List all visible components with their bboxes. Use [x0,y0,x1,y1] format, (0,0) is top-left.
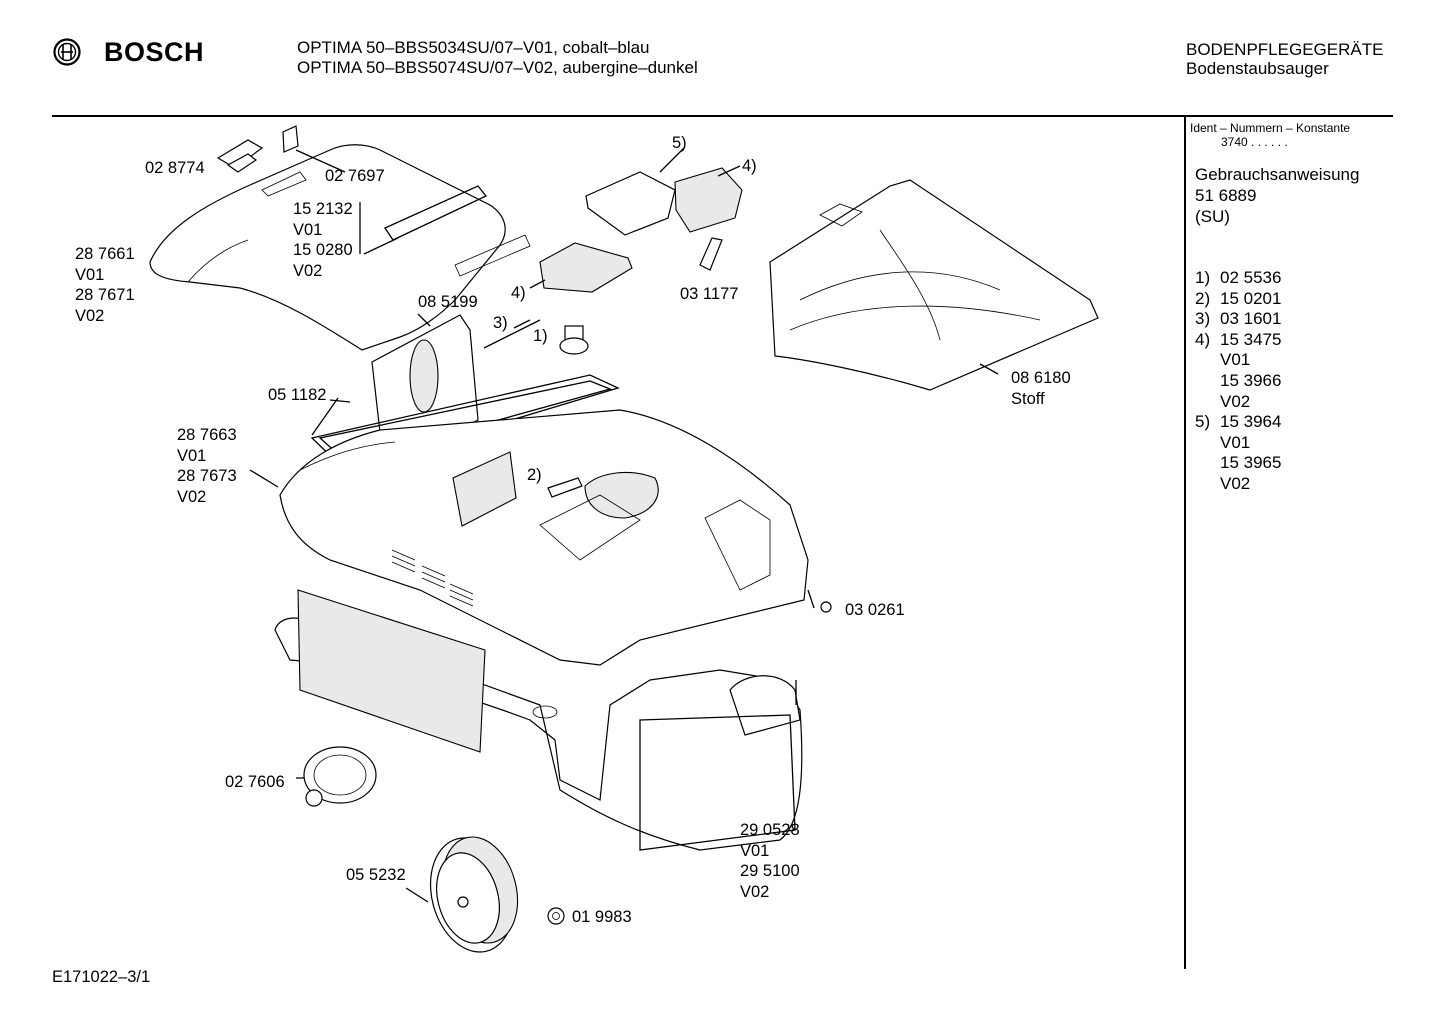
footnote-value: 15 3966 [1220,371,1282,390]
label-086180-group: 08 6180 Stoff [1011,369,1071,408]
filter-cover-parts [529,147,743,293]
footnote-item: 2) 15 0201 [1195,289,1281,310]
castor-wheel-part [303,746,377,807]
manual-label: Gebrauchsanweisung [1195,165,1360,184]
label-028774: 02 8774 [145,159,205,177]
leader-lines [249,399,832,779]
bosch-armature-icon [53,38,81,66]
cloth-bag-part [769,179,1099,391]
lower-housing-part [274,589,803,851]
upper-housing-part [279,409,809,666]
small-parts [483,319,589,498]
label-027697: 02 7697 [325,167,385,185]
header-rule [52,115,1393,117]
model-line-1: OPTIMA 50–BBS5034SU/07–V01, cobalt–blau [297,38,650,57]
footnote-value: V02 [1220,474,1251,493]
label-051182: 05 1182 [268,386,327,404]
footnote-item: 4) 15 3475 [1195,330,1281,351]
label-030261: 03 0261 [845,601,905,619]
label-note-1: 1) [533,327,548,345]
footnote-value: 15 3475 [1220,329,1282,349]
footnote-key: 1) [1195,268,1211,287]
top-cover-part [149,144,531,351]
footnote-item: V02 [1195,392,1250,413]
label-note-5: 5) [672,134,687,152]
footnote-item: 3) 03 1601 [1195,309,1281,330]
manual-variant: (SU) [1195,207,1230,226]
bosch-logo [52,37,82,67]
footnote-item: V01 [1195,350,1250,371]
exploded-view-drawing [149,125,1099,953]
footnote-item: 1) 02 5536 [1195,268,1281,289]
footnote-item: 15 3965 [1195,453,1281,474]
model-line-2: OPTIMA 50–BBS5074SU/07–V02, aubergine–du… [297,58,698,77]
label-027606: 02 7606 [225,773,285,791]
label-note-3: 3) [493,314,508,332]
label-note-2: 2) [527,466,542,484]
category-title: BODENPFLEGEGERÄTE [1186,40,1384,59]
label-152132-group: 15 2132 V01 15 0280 V02 [293,200,353,280]
footnote-key: 3) [1195,309,1211,329]
label-note-4a: 4) [742,157,757,175]
footnote-value: 03 1601 [1220,309,1282,329]
label-287661-group: 28 7661 V01 28 7671 V02 [75,245,135,325]
label-019983: 01 9983 [572,908,632,926]
footnote-item: V02 [1195,474,1250,495]
footnote-value: 02 5536 [1220,268,1282,287]
footnote-value: 15 3965 [1220,453,1282,473]
footnote-value: 15 0201 [1220,288,1282,308]
footnote-value: 15 3964 [1220,412,1282,432]
footnote-value: V01 [1220,432,1251,452]
sidebar-divider [1184,117,1186,969]
nut-part [547,907,565,925]
label-031177: 03 1177 [680,285,739,303]
footnote-key: 5) [1195,412,1211,432]
footnote-key: 4) [1195,329,1211,349]
clip-parts [216,125,399,255]
footnote-item: 5) 15 3964 [1195,412,1281,433]
footnote-key: 2) [1195,288,1211,308]
label-085199: 08 5199 [418,293,478,311]
document-id: E171022–3/1 [52,968,151,986]
rear-wheel-part [405,836,519,953]
label-287663-group: 28 7663 V01 28 7673 V02 [177,426,237,506]
footnote-item: 15 3966 [1195,371,1281,392]
subcategory-title: Bodenstaubsauger [1186,59,1329,78]
label-note-4b: 4) [511,284,526,302]
ident-value: 3740 . . . . . . [1221,135,1288,149]
label-290528-group: 29 0528 V01 29 5100 V02 [740,821,800,901]
footnote-value: V02 [1220,391,1251,411]
footnote-item: V01 [1195,433,1250,454]
brand-name: BOSCH [104,37,205,67]
footnote-value: V01 [1220,350,1251,370]
label-055232: 05 5232 [346,866,406,884]
manual-number: 51 6889 [1195,186,1257,205]
ident-title: Ident – Nummern – Konstante [1190,121,1351,135]
